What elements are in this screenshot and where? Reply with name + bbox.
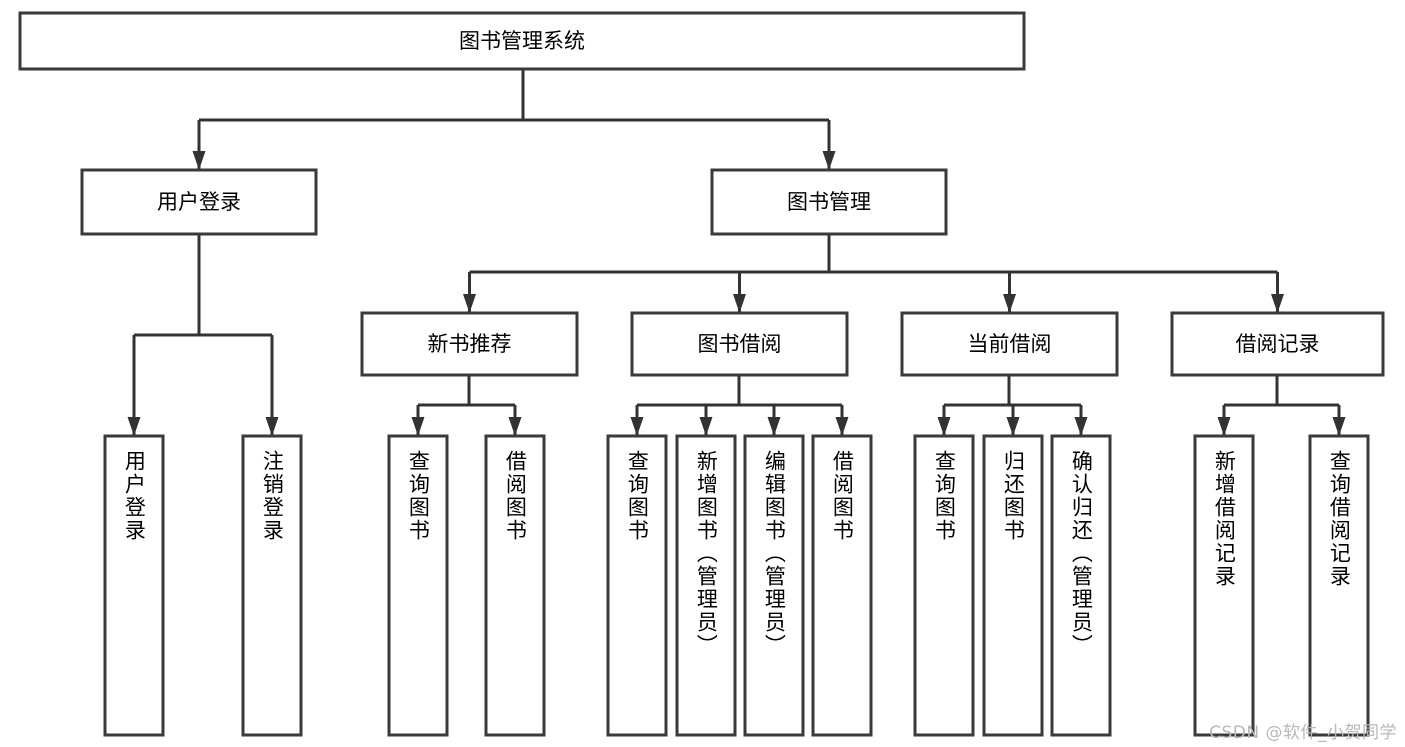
node-label-root: 图书管理系统 xyxy=(459,29,585,53)
arrow-head-leaf-query-book-borrow xyxy=(630,417,644,436)
node-box-leaf-query-borrow-record[interactable] xyxy=(1308,434,1370,737)
node-label-book-borrow: 图书借阅 xyxy=(698,332,782,356)
arrow-head-book-borrow xyxy=(733,294,746,313)
arrow-head-leaf-query-book-current xyxy=(937,417,951,436)
arrow-head-leaf-confirm-return-admin xyxy=(1074,417,1088,436)
node-box-book-borrow[interactable] xyxy=(630,311,849,377)
node-box-book-management[interactable] xyxy=(710,168,948,236)
arrow-head-current-borrow xyxy=(1003,294,1016,313)
arrow-head-leaf-return-book xyxy=(1006,417,1020,436)
node-box-leaf-return-book[interactable] xyxy=(982,434,1044,737)
arrow-head-leaf-query-borrow-record xyxy=(1332,417,1346,436)
node-box-leaf-query-book-current[interactable] xyxy=(913,434,975,737)
node-label-borrow-record: 借阅记录 xyxy=(1236,332,1320,356)
node-label-user-login: 用户登录 xyxy=(157,190,241,214)
node-box-leaf-query-book-recommend[interactable] xyxy=(387,434,449,737)
node-box-leaf-borrow-book[interactable] xyxy=(811,434,873,737)
node-box-user-login[interactable] xyxy=(80,168,318,236)
node-box-leaf-user-logout[interactable] xyxy=(241,434,303,737)
node-box-current-borrow[interactable] xyxy=(900,311,1119,377)
arrow-head-leaf-user-logout xyxy=(265,417,279,436)
arrow-head-leaf-user-login xyxy=(127,417,141,436)
arrow-head-leaf-borrow-book xyxy=(835,417,849,436)
arrow-head-book-management xyxy=(822,151,836,170)
node-box-leaf-edit-book-admin[interactable] xyxy=(743,434,805,737)
node-box-leaf-confirm-return-admin[interactable] xyxy=(1050,434,1112,737)
connector-layer xyxy=(127,69,1346,436)
watermark-text: CSDN @软件_小贺同学 xyxy=(1209,723,1397,743)
arrow-head-borrow-record xyxy=(1271,294,1284,313)
node-box-leaf-add-book-admin[interactable] xyxy=(675,434,737,737)
node-box-new-book-recommend[interactable] xyxy=(360,311,579,377)
arrow-head-leaf-borrow-book-recommend xyxy=(508,417,522,436)
box-layer xyxy=(18,11,1385,737)
arrow-head-user-login xyxy=(192,151,206,170)
node-box-leaf-query-book-borrow[interactable] xyxy=(606,434,668,737)
arrow-head-leaf-query-book-recommend xyxy=(411,417,425,436)
arrow-head-leaf-add-book-admin xyxy=(699,417,713,436)
node-box-leaf-borrow-book-recommend[interactable] xyxy=(484,434,546,737)
node-label-current-borrow: 当前借阅 xyxy=(968,332,1052,356)
arrow-head-leaf-add-borrow-record xyxy=(1217,417,1231,436)
node-label-book-management: 图书管理 xyxy=(787,190,871,214)
node-box-leaf-add-borrow-record[interactable] xyxy=(1193,434,1255,737)
node-box-root[interactable] xyxy=(18,11,1026,71)
arrow-head-leaf-edit-book-admin xyxy=(767,417,781,436)
node-box-leaf-user-login[interactable] xyxy=(103,434,165,737)
node-label-new-book-recommend: 新书推荐 xyxy=(428,332,512,356)
node-box-borrow-record[interactable] xyxy=(1170,311,1385,377)
arrow-head-new-book-recommend xyxy=(463,294,476,313)
